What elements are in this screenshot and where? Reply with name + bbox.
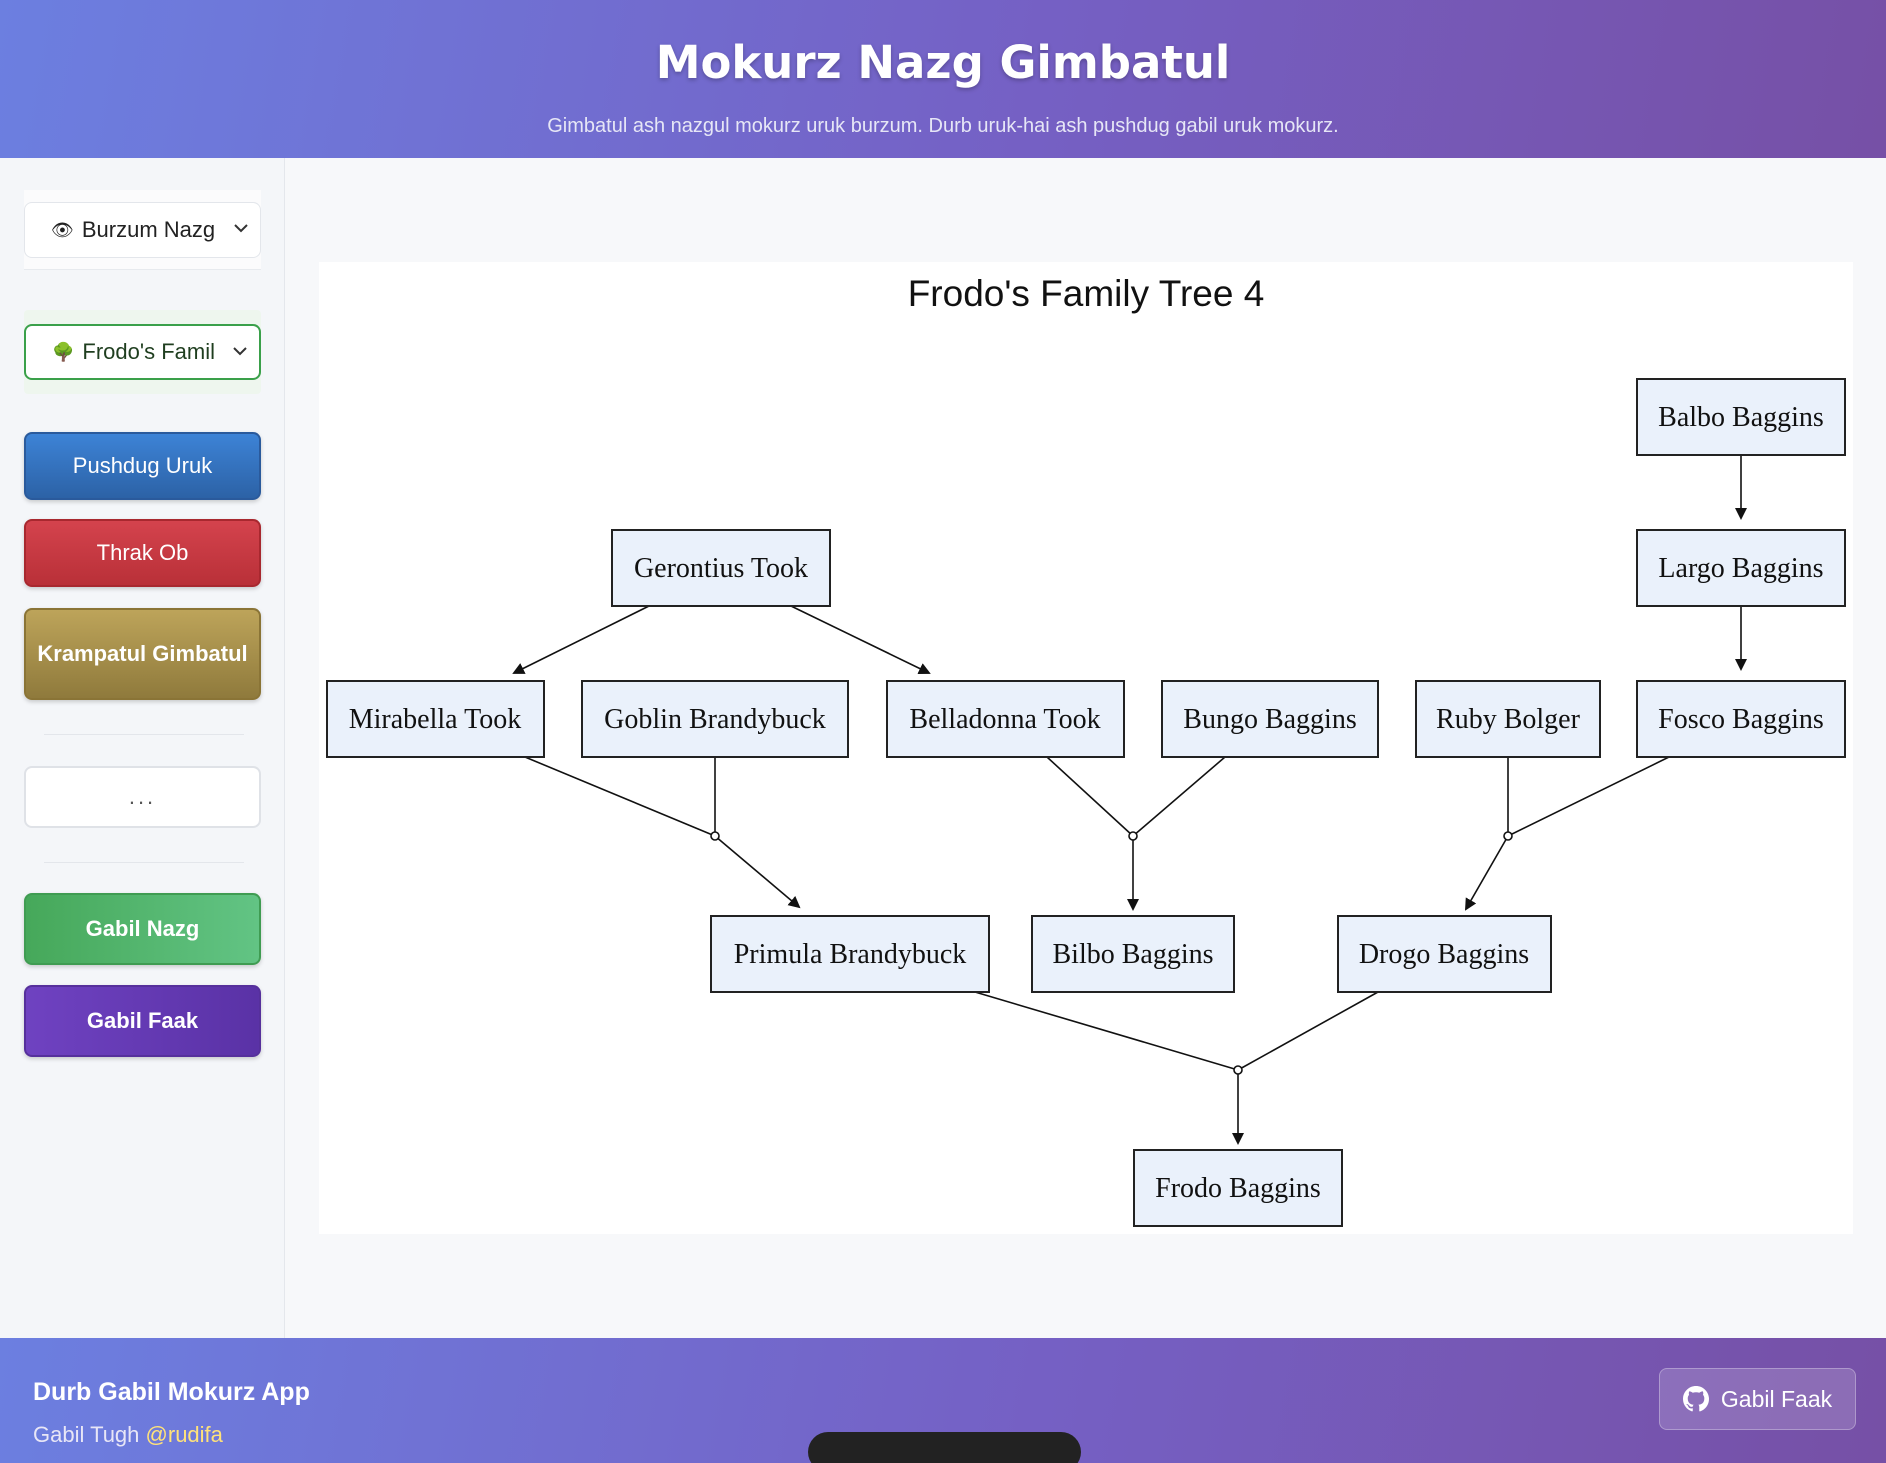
node-label: Gerontius Took bbox=[634, 553, 808, 584]
node-belladonna-took[interactable]: Belladonna Took bbox=[886, 680, 1125, 758]
edge-mirabella-joint bbox=[524, 756, 716, 837]
app-subtitle: Gimbatul ash nazgul mokurz uruk burzum. … bbox=[547, 115, 1339, 137]
marriage-joint bbox=[1503, 831, 1513, 841]
edge-drogo-joint bbox=[1237, 991, 1379, 1071]
edge-primula-joint bbox=[974, 991, 1239, 1071]
diagram-canvas: Frodo's Family Tree 4 bbox=[319, 262, 1853, 1234]
node-label: Fosco Baggins bbox=[1658, 704, 1824, 735]
more-button[interactable]: ... bbox=[24, 766, 261, 828]
tree-select-value: Frodo's Famil bbox=[82, 339, 215, 364]
node-label: Bungo Baggins bbox=[1183, 704, 1356, 735]
marriage-joint bbox=[1128, 831, 1138, 841]
node-mirabella-took[interactable]: Mirabella Took bbox=[326, 680, 545, 758]
node-bilbo-baggins[interactable]: Bilbo Baggins bbox=[1031, 915, 1235, 993]
eye-icon: 👁 bbox=[51, 219, 74, 240]
app-header: Mokurz Nazg Gimbatul Gimbatul ash nazgul… bbox=[0, 0, 1886, 158]
chevron-down-icon bbox=[233, 347, 247, 356]
node-goblin-brandybuck[interactable]: Goblin Brandybuck bbox=[581, 680, 849, 758]
node-label: Goblin Brandybuck bbox=[604, 704, 826, 735]
footer-title: Durb Gabil Mokurz App bbox=[33, 1378, 310, 1406]
edge-bungo-joint bbox=[1132, 756, 1226, 837]
edge-fosco-joint bbox=[1507, 756, 1670, 837]
gabil-faak-button[interactable]: Gabil Faak bbox=[24, 985, 261, 1057]
node-bungo-baggins[interactable]: Bungo Baggins bbox=[1161, 680, 1379, 758]
floating-dock bbox=[808, 1432, 1081, 1463]
node-label: Bilbo Baggins bbox=[1052, 939, 1213, 970]
edge-gerontius-belladonna bbox=[790, 605, 931, 675]
node-frodo-baggins[interactable]: Frodo Baggins bbox=[1133, 1149, 1343, 1227]
app-footer: Durb Gabil Mokurz App Gabil Tugh @rudifa… bbox=[0, 1338, 1886, 1463]
node-label: Largo Baggins bbox=[1658, 553, 1823, 584]
tree-select[interactable]: 🌳 Frodo's Famil bbox=[24, 324, 261, 380]
edge-gerontius-mirabella bbox=[512, 605, 650, 674]
sidebar-divider bbox=[44, 862, 244, 863]
gabil-nazg-button[interactable]: Gabil Nazg bbox=[24, 893, 261, 965]
pushdug-uruk-button[interactable]: Pushdug Uruk bbox=[24, 432, 261, 500]
family-tree-diagram: Frodo's Family Tree 4 bbox=[326, 273, 1846, 1227]
author-link[interactable]: @rudifa bbox=[145, 1422, 223, 1447]
node-balbo-baggins[interactable]: Balbo Baggins bbox=[1636, 378, 1846, 456]
node-ruby-bolger[interactable]: Ruby Bolger bbox=[1415, 680, 1601, 758]
node-label: Frodo Baggins bbox=[1155, 1173, 1321, 1204]
node-label: Ruby Bolger bbox=[1436, 704, 1581, 735]
node-label: Belladonna Took bbox=[909, 704, 1100, 735]
node-label: Primula Brandybuck bbox=[734, 939, 967, 970]
main-content: Frodo's Family Tree 4 bbox=[286, 158, 1886, 1338]
node-fosco-baggins[interactable]: Fosco Baggins bbox=[1636, 680, 1846, 758]
node-largo-baggins[interactable]: Largo Baggins bbox=[1636, 529, 1846, 607]
sidebar: 👁 Burzum Nazg 🌳 Frodo's Famil Pushdug Ur… bbox=[0, 158, 285, 1338]
node-drogo-baggins[interactable]: Drogo Baggins bbox=[1337, 915, 1552, 993]
krampatul-gimbatul-button[interactable]: Krampatul Gimbatul bbox=[24, 608, 261, 700]
view-select-value: Burzum Nazg bbox=[81, 217, 216, 242]
view-select[interactable]: 👁 Burzum Nazg bbox=[24, 202, 261, 258]
edge-belladonna-joint bbox=[1046, 756, 1134, 837]
marriage-joint bbox=[710, 831, 720, 841]
edge-joint-drogo bbox=[1465, 835, 1509, 911]
diagram-title: Frodo's Family Tree 4 bbox=[908, 273, 1265, 314]
thrak-ob-button[interactable]: Thrak Ob bbox=[24, 519, 261, 587]
node-label: Balbo Baggins bbox=[1658, 402, 1824, 433]
sidebar-divider bbox=[44, 734, 244, 735]
edge-joint-primula bbox=[714, 835, 801, 909]
node-label: Drogo Baggins bbox=[1359, 939, 1529, 970]
github-icon bbox=[1682, 1386, 1709, 1412]
footer-credit: Gabil Tugh @rudifa bbox=[33, 1422, 223, 1448]
tree-icon: 🌳 bbox=[52, 341, 75, 362]
app-title: Mokurz Nazg Gimbatul bbox=[655, 36, 1231, 89]
github-button[interactable]: Gabil Faak bbox=[1659, 1368, 1856, 1430]
diagram-edges bbox=[512, 455, 1747, 1145]
marriage-joint bbox=[1233, 1065, 1243, 1075]
node-primula-brandybuck[interactable]: Primula Brandybuck bbox=[710, 915, 990, 993]
chevron-down-icon bbox=[234, 224, 248, 233]
node-gerontius-took[interactable]: Gerontius Took bbox=[611, 529, 831, 607]
github-button-label: Gabil Faak bbox=[1720, 1385, 1833, 1412]
footer-credit-prefix: Gabil Tugh bbox=[33, 1422, 140, 1447]
node-label: Mirabella Took bbox=[349, 704, 521, 735]
